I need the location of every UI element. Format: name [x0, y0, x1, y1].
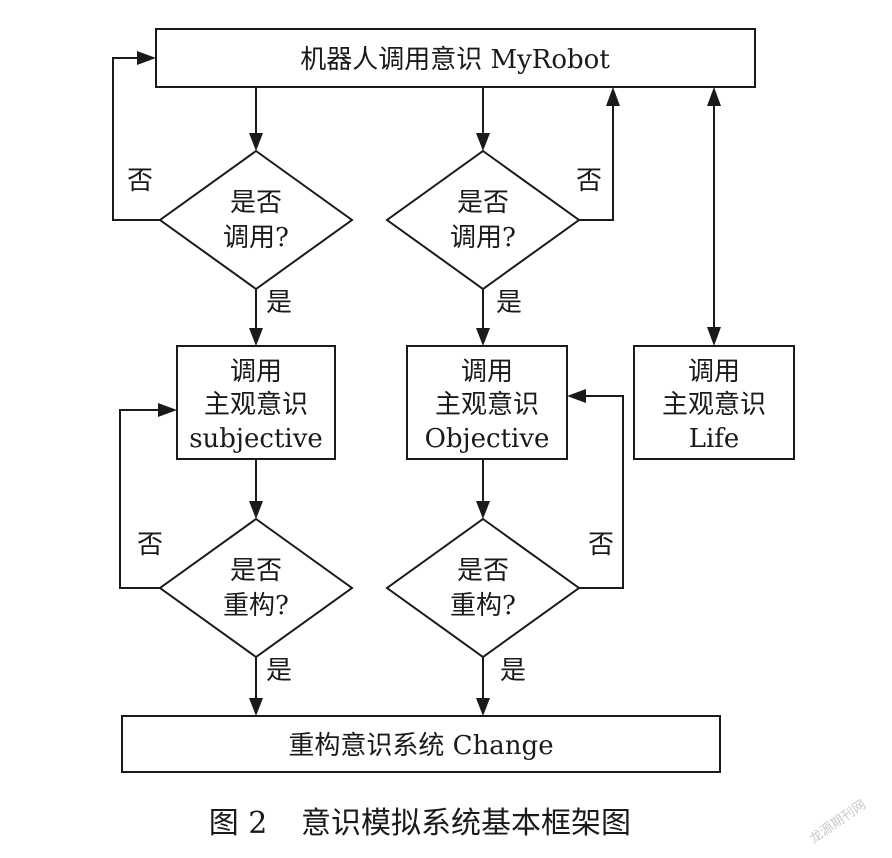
decision-call-middle [385, 149, 581, 291]
label-no-rebuild-middle: 否 [588, 530, 614, 560]
subjective-box-line3: subjective [189, 424, 323, 454]
arrowhead-objective-box [476, 328, 490, 346]
subjective-box [176, 345, 336, 460]
objective-box-line3: Objective [425, 424, 550, 454]
arrowhead-rebuild-middle [476, 501, 490, 519]
decision-rebuild-left-line2: 重构? [223, 591, 289, 621]
decision-call-left-line2: 调用? [223, 223, 289, 253]
life-box-line1: 调用 [688, 357, 740, 387]
arrowhead-bottom-left [249, 698, 263, 716]
arrowhead-subjective-return [158, 403, 177, 417]
arrowhead-call-left [249, 133, 263, 151]
objective-box [406, 345, 568, 460]
label-no-call-middle: 否 [576, 166, 602, 196]
objective-box-line1: 调用 [461, 357, 513, 387]
life-box-line2: 主观意识 [662, 390, 766, 420]
decision-call-middle-line2: 调用? [450, 223, 516, 253]
decision-rebuild-middle-line2: 重构? [450, 591, 516, 621]
connector-call-middle-no [579, 103, 614, 221]
label-yes-rebuild-left: 是 [266, 656, 292, 686]
arrowhead-life-box [707, 327, 721, 346]
decision-call-middle-line1: 是否 [457, 188, 509, 218]
subjective-box-line1: 调用 [230, 357, 282, 387]
subjective-box-line2: 主观意识 [204, 390, 308, 420]
decision-rebuild-left [158, 517, 354, 659]
caption-text: 意识模拟系统基本框架图 [301, 806, 631, 841]
decision-call-left [158, 149, 354, 291]
connector-rebuild-middle-no [579, 395, 624, 589]
decision-rebuild-middle-line1: 是否 [457, 556, 509, 586]
watermark-text: 龙源期刊网 [807, 797, 869, 847]
label-yes-rebuild-middle: 是 [500, 656, 526, 686]
label-yes-call-middle: 是 [496, 288, 522, 318]
decision-rebuild-middle [385, 517, 581, 659]
arrowhead-top-middle [606, 87, 620, 106]
arrowhead-rebuild-left [249, 501, 263, 519]
connector-rebuild-left-no [119, 409, 161, 589]
top-box-label: 机器人调用意识 MyRobot [300, 45, 610, 75]
decision-call-left-line1: 是否 [230, 188, 282, 218]
bottom-box [121, 715, 721, 773]
arrowhead-objective-return [567, 389, 586, 403]
decision-rebuild-left-line1: 是否 [230, 556, 282, 586]
top-box [155, 28, 756, 88]
label-yes-call-left: 是 [266, 288, 292, 318]
connector-call-left-no [112, 57, 160, 221]
label-no-rebuild-left: 否 [137, 530, 163, 560]
caption-number: 图 2 [209, 806, 268, 841]
arrowhead-call-middle [476, 133, 490, 151]
life-box-line3: Life [689, 424, 740, 454]
objective-box-line2: 主观意识 [435, 390, 539, 420]
bottom-box-label: 重构意识系统 Change [288, 731, 553, 761]
arrowhead-bottom-middle [476, 698, 490, 716]
arrowhead-subjective-box [249, 328, 263, 346]
label-no-call-left: 否 [127, 166, 153, 196]
arrowhead-top-right [707, 87, 721, 106]
arrowhead-top-left [137, 51, 156, 65]
life-box [633, 345, 795, 460]
